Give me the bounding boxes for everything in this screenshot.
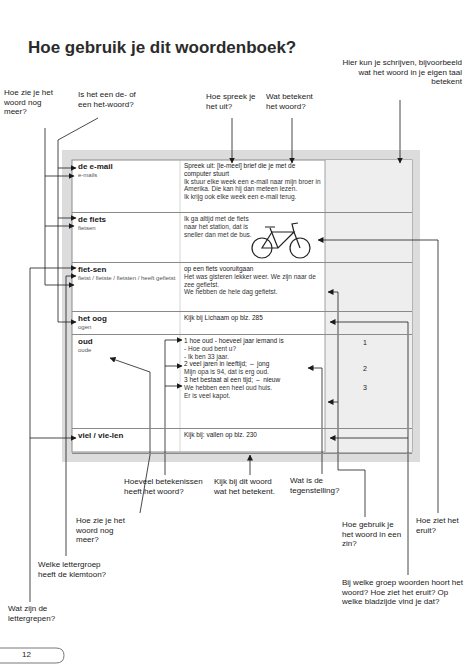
example-sentence: Er is veel kapot. xyxy=(184,392,324,400)
headword: de e-mail xyxy=(78,162,178,172)
example-sentence: We hebben een heel oud huis. xyxy=(184,384,324,392)
headword: de fiets xyxy=(78,215,178,225)
column-rule xyxy=(325,160,326,452)
word-column: de e-maile-mails xyxy=(78,162,178,179)
callout-text: Hoe spreek je het uit? xyxy=(206,92,258,111)
word-column: oudoude xyxy=(78,337,178,354)
headword: fiet-sen xyxy=(78,265,178,275)
meaning-number: 2 xyxy=(363,365,367,372)
word-column: viel / vie-len xyxy=(78,431,178,441)
word-forms: fietst / fietste / fietsten / heeft gefi… xyxy=(78,275,178,282)
definition: Kijk bij Lichaam op blz. 285 xyxy=(184,314,324,322)
meaning-column: 1 hoe oud - hoeveel jaar iemand is- Hoe … xyxy=(184,337,324,399)
entry-row: de e-maile-mails Spreek uit: [ie-meel] br… xyxy=(72,160,412,213)
definition: 3 het bestaat al een tijd; ⇔ nieuw xyxy=(184,376,324,384)
note-column xyxy=(325,312,412,334)
meaning-column: op een fiets vooruitgaanHet was gisteren… xyxy=(184,265,324,296)
meaning-number: 3 xyxy=(363,384,367,391)
example-sentence: Ik stuur elke week een e-mail naar mijn … xyxy=(184,178,324,194)
meaning-column: Kijk bij Lichaam op blz. 285 xyxy=(184,314,324,322)
entry-row: fiet-senfietst / fietste / fietsten / he… xyxy=(72,263,412,312)
example-sentence: Mijn opa is 94, dat is erg oud. xyxy=(184,368,324,376)
word-forms: ogen xyxy=(78,324,178,331)
note-column xyxy=(325,429,412,453)
entry-row: het oogogen Kijk bij Lichaam op blz. 285 xyxy=(72,312,412,335)
callout-text: Kijk bij dit woord wat het betekent. xyxy=(214,477,286,496)
definition: 2 veel jaren in leeftijd; ⇔ jong xyxy=(184,360,324,368)
callout-text: Hoe zie je het woord nog meer? xyxy=(76,516,138,545)
note-column xyxy=(325,263,412,311)
callout-text: Hoeveel betekenissen heeft het woord? xyxy=(124,477,204,496)
headword: viel / vie-len xyxy=(78,431,178,441)
entry-row: oudoude 1 hoe oud - hoeveel jaar iemand i… xyxy=(72,335,412,429)
page-title: Hoe gebruik je dit woordenboek? xyxy=(28,38,296,58)
headword: het oog xyxy=(78,314,178,324)
word-forms: e-mails xyxy=(78,172,178,179)
meaning-column: Kijk bij: vallen op blz. 230 xyxy=(184,431,324,439)
page-number-frame xyxy=(0,648,64,663)
note-column xyxy=(325,160,412,212)
word-column: fiet-senfietst / fietste / fietsten / he… xyxy=(78,265,178,282)
example-sentence: Ik krijg ook elke week een e-mail terug. xyxy=(184,193,324,201)
meaning-column: Ik ga altijd met de fiets naar het stati… xyxy=(184,215,254,238)
callout-text: Is het een de- of een het-woord? xyxy=(78,90,144,109)
callout-text: Wat is de tegenstelling? xyxy=(290,476,348,495)
table-frame xyxy=(62,150,420,462)
word-forms: fietsen xyxy=(78,225,178,232)
callout-text: Welke lettergroep heeft de klemtoon? xyxy=(38,560,112,579)
leader-lines xyxy=(30,100,438,602)
callout-text: Hier kun je schrijven, bijvoorbeeld wat … xyxy=(330,58,462,87)
word-column: de fietsfietsen xyxy=(78,215,178,232)
meaning-number: 1 xyxy=(363,339,367,346)
callout-text: Bij welke groep woorden hoort het woord?… xyxy=(342,578,464,607)
note-column xyxy=(325,213,412,262)
callout-text: Wat zijn de lettergrepen? xyxy=(8,604,66,623)
callout-text: Wat betekent het woord? xyxy=(266,92,322,111)
definition: op een fiets vooruitgaan xyxy=(184,265,324,273)
callout-text: Hoe ziet het eruit? xyxy=(416,516,464,535)
meaning-column: Spreek uit: [ie-meel] brief die je met d… xyxy=(184,162,324,201)
example-sentence: Ik ga altijd met de fiets naar het stati… xyxy=(184,215,254,238)
example-sentence: - Hoe oud bent u? xyxy=(184,345,324,353)
word-column: het oogogen xyxy=(78,314,178,331)
table-ground xyxy=(72,160,412,452)
word-forms: oude xyxy=(78,347,178,354)
note-column: 1 2 3 xyxy=(325,335,412,428)
headword: oud xyxy=(78,337,178,347)
callout-text: Hoe zie je het woord nog meer? xyxy=(4,88,56,117)
example-sentence: We hebben de hele dag gefietst. xyxy=(184,288,324,296)
definition: Kijk bij: vallen op blz. 230 xyxy=(184,431,324,439)
definition: Spreek uit: [ie-meel] brief die je met d… xyxy=(184,162,324,178)
callout-text: Hoe gebruik je het woord in een zin? xyxy=(342,520,402,549)
example-sentence: Het was gisteren lekker weer. We zijn na… xyxy=(184,273,324,289)
definition: 1 hoe oud - hoeveel jaar iemand is xyxy=(184,337,324,345)
entry-row: viel / vie-len Kijk bij: vallen op blz. 2… xyxy=(72,429,412,454)
example-sentence: - Ik ben 33 jaar. xyxy=(184,353,324,361)
page-number: 12 xyxy=(22,650,52,660)
bicycle-picture xyxy=(252,223,310,258)
column-rule xyxy=(180,160,181,452)
entry-row: de fietsfietsen Ik ga altijd met de fiets… xyxy=(72,213,412,263)
